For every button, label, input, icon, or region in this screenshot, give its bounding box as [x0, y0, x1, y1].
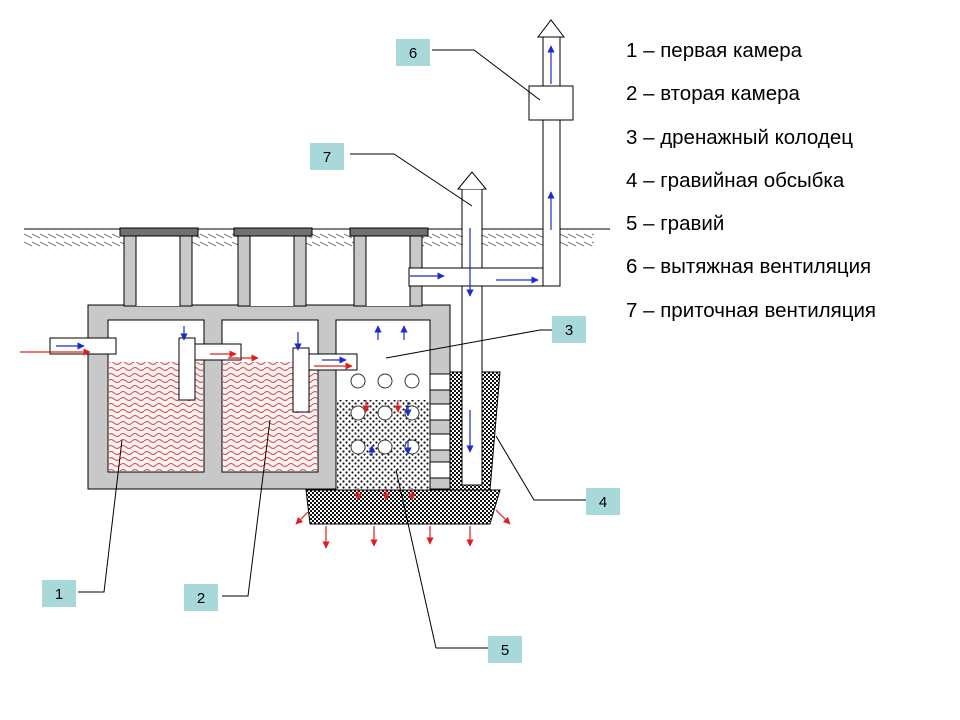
drainage-well [335, 319, 431, 491]
legend-item-2: 2 – вторая камера [626, 82, 800, 106]
water-flow-arrows [20, 348, 511, 549]
callout-2: 2 [184, 584, 218, 611]
callout-2-label: 2 [197, 590, 205, 607]
leader-lines [78, 49, 586, 649]
legend-item-5: 5 – гравий [626, 212, 725, 236]
air-flow-arrows [56, 45, 555, 456]
callout-6-label: 6 [409, 45, 417, 62]
callout-3-label: 3 [565, 322, 573, 339]
supply-ventilation-pipe [456, 171, 488, 486]
legend-item-1: 1 – первая камера [626, 39, 803, 62]
legend-item-7: 7 – приточная вентиляция [626, 298, 877, 322]
callout-3: 3 [552, 316, 586, 343]
exhaust-ventilation-pipe [408, 19, 574, 287]
callout-6: 6 [396, 39, 430, 66]
ground-surface [24, 228, 610, 250]
legend-item-3: 3 – дренажный колодец [626, 125, 853, 149]
callout-1: 1 [42, 580, 76, 607]
legend-item-6: 6 – вытяжная вентиляция [626, 255, 872, 279]
callout-5-label: 5 [501, 642, 509, 659]
callout-7-label: 7 [323, 149, 331, 166]
callout-1-label: 1 [55, 586, 63, 603]
legend-item-4: 4 – гравийная обсыбка [626, 168, 845, 192]
callout-4: 4 [586, 488, 620, 515]
callout-5: 5 [488, 636, 522, 663]
legend: 1 – первая камера 2 – вторая камера 3 – … [626, 29, 876, 332]
callout-7: 7 [310, 143, 344, 170]
callout-4-label: 4 [599, 494, 607, 511]
